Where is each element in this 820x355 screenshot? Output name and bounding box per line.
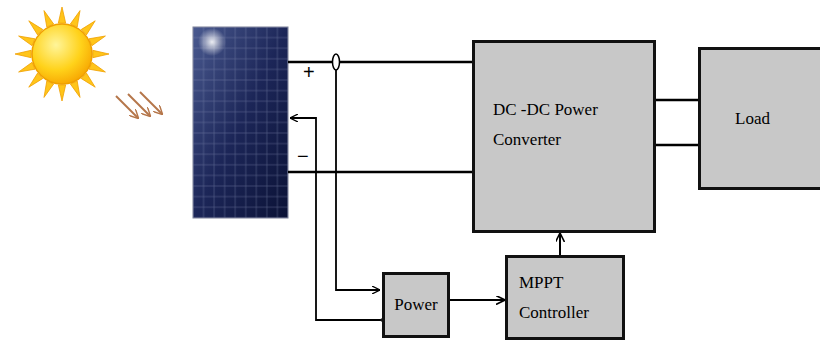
box-label: Power <box>394 290 437 320</box>
converter-box: DC -DC Power Converter <box>472 40 656 233</box>
sun-ray <box>19 36 35 46</box>
output-wire <box>656 99 698 102</box>
sun-ray <box>58 7 65 23</box>
signal-arrow <box>559 233 561 255</box>
sun-ray <box>89 36 105 46</box>
sun-ray <box>70 81 80 97</box>
sun-ray <box>89 62 105 72</box>
sun-ray <box>19 62 35 72</box>
current-sense-wire <box>336 70 380 290</box>
box-label: DC -DC Power Converter <box>493 95 623 155</box>
box-label: MPPT Controller <box>519 268 609 328</box>
sensor-box: Power <box>382 272 450 338</box>
polarity-sign: + <box>303 62 315 82</box>
sun-ray <box>15 50 31 57</box>
controller-box: MPPT Controller <box>505 255 625 340</box>
box-label: Load <box>735 104 770 134</box>
sun-ray <box>70 11 80 27</box>
load-box: Load <box>698 47 820 190</box>
sun-rays <box>15 7 109 101</box>
sun <box>32 24 92 84</box>
polarity-sign: − <box>297 146 309 166</box>
light-arrow <box>140 92 162 114</box>
output-wire <box>656 144 698 147</box>
sun-ray <box>93 50 109 57</box>
sun-ray <box>58 85 65 101</box>
solar-panel <box>193 27 288 218</box>
panel-cells <box>193 27 288 218</box>
sun-ray <box>44 81 54 97</box>
voltage-sense-wire <box>290 118 380 320</box>
signal-arrow <box>450 299 505 301</box>
current-sensor <box>333 54 340 70</box>
panel-glare <box>198 28 226 56</box>
sun-ray <box>44 11 54 27</box>
positive-wire <box>288 61 472 64</box>
